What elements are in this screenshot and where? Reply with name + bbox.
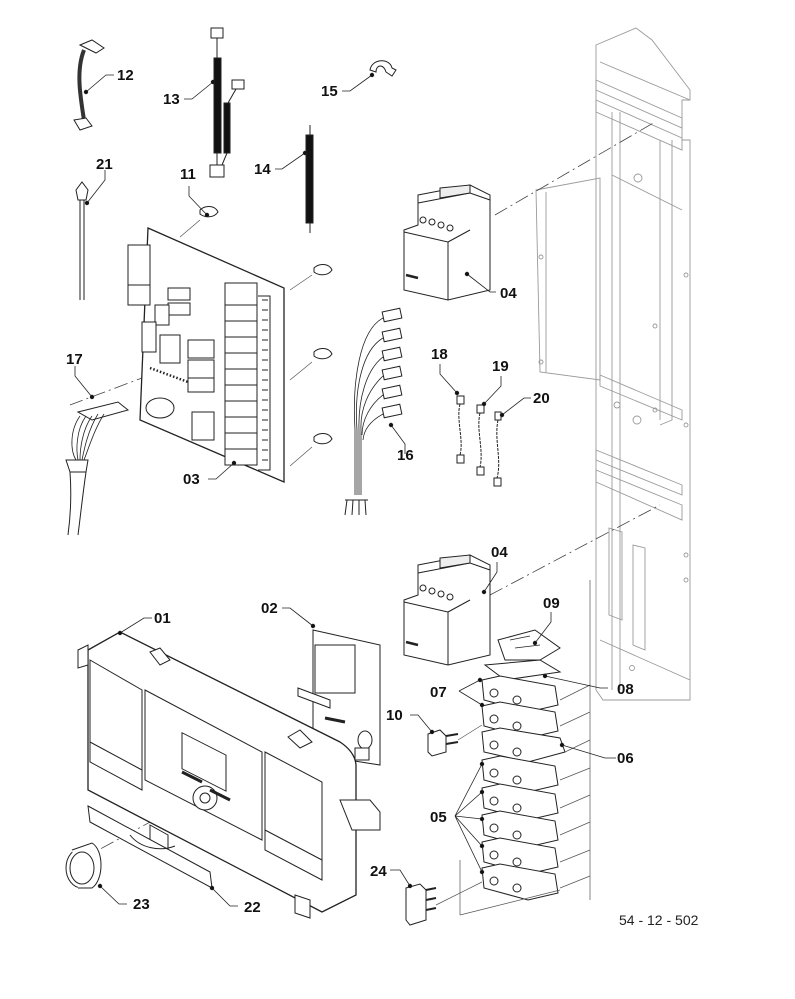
mounting-chassis	[535, 27, 691, 701]
multi-connector-harness-icon	[344, 307, 403, 516]
callout-leaders	[74, 72, 616, 907]
contactor-top-icon	[403, 184, 491, 301]
control-knob-icon	[65, 842, 102, 889]
callout-01: 01	[154, 610, 171, 627]
callout-05: 05	[430, 809, 447, 826]
callout-23: 23	[133, 896, 150, 913]
callout-02: 02	[261, 600, 278, 617]
control-panel-housing-icon	[77, 631, 381, 919]
drawing-reference-number: 54 - 12 - 502	[619, 912, 699, 928]
sensor-probe-icon	[305, 125, 314, 233]
callout-13: 13	[163, 91, 180, 108]
terminal-block	[481, 755, 559, 793]
jumper-bridge-2pole-icon	[427, 724, 483, 757]
pcb-connector-harness-icon	[65, 401, 130, 536]
main-relay-pcb-icon	[127, 227, 285, 483]
callout-19: 19	[492, 358, 509, 375]
callout-15: 15	[321, 83, 338, 100]
callout-06: 06	[617, 750, 634, 767]
callout-07: 07	[430, 684, 447, 701]
terminal-block	[481, 863, 559, 901]
terminal-end-clamp-icon	[497, 629, 561, 661]
callout-18: 18	[431, 346, 448, 363]
insulating-plate-icon	[483, 659, 562, 681]
callout-04-bottom: 04	[491, 544, 508, 561]
contactor-bottom-icon	[403, 554, 491, 666]
callout-11: 11	[180, 166, 196, 183]
ribbon-cable-icon	[73, 39, 105, 131]
secondary-pcb-icon	[297, 629, 381, 766]
callout-04-top: 04	[500, 285, 517, 302]
terminal-blocks-stack-icon	[459, 580, 591, 916]
callout-14: 14	[254, 161, 271, 178]
callout-22: 22	[244, 899, 261, 916]
callout-20: 20	[533, 390, 550, 407]
callout-17: 17	[66, 351, 83, 368]
callout-08: 08	[617, 681, 634, 698]
jumper-wires-icon	[456, 395, 502, 487]
callout-12: 12	[117, 67, 134, 84]
relay-stack	[224, 282, 271, 471]
callout-21: 21	[96, 156, 113, 173]
callout-16: 16	[397, 447, 414, 464]
callout-09: 09	[543, 595, 560, 612]
wiring-harness-icon	[209, 27, 245, 178]
jumper-bridge-3pole-icon	[405, 881, 483, 926]
cable-clamp-icon	[369, 60, 397, 77]
pcb-support-clips-icon	[179, 206, 333, 467]
cable-tie-icon	[75, 181, 89, 300]
callout-10: 10	[386, 707, 403, 724]
callout-24: 24	[370, 863, 387, 880]
callout-03: 03	[183, 471, 200, 488]
